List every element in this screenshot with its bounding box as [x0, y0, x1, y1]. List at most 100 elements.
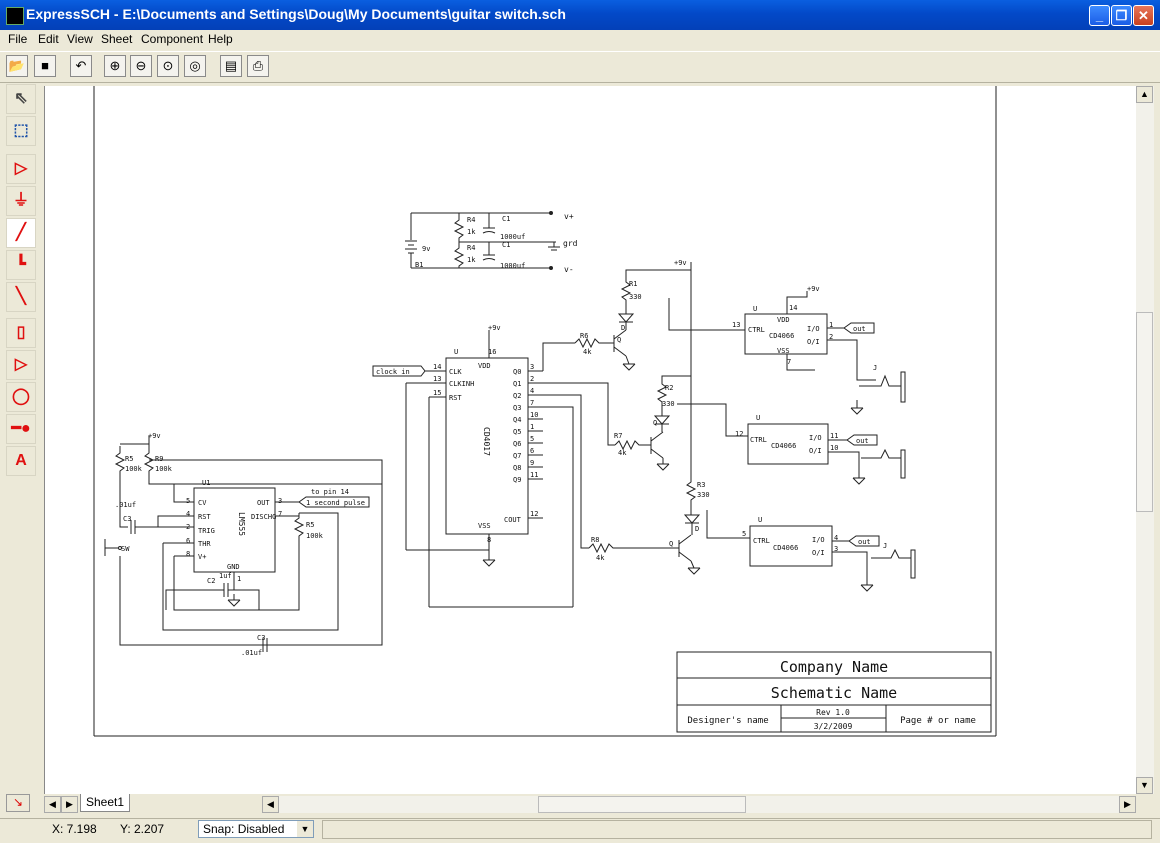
sw3-out-tag: out: [858, 538, 871, 546]
driver-stage-3: R8 4k Q D R3 330: [588, 478, 750, 575]
text-tool[interactable]: A: [6, 446, 36, 476]
sw1-pin13: 13: [732, 321, 740, 329]
wire-tool[interactable]: ╱: [6, 218, 36, 248]
q-pin-label: Q7: [513, 452, 521, 460]
timer-supply: +9v: [148, 432, 161, 440]
r4b-value: 1k: [467, 256, 476, 264]
menu-file[interactable]: File: [8, 32, 28, 46]
scroll-down-button[interactable]: ▼: [1136, 777, 1153, 794]
q-pin-number: 6: [530, 447, 534, 455]
snap-select[interactable]: Snap: Disabled ▼: [198, 820, 314, 838]
scroll-right-button[interactable]: ▶: [1119, 796, 1136, 813]
u-sw3: U: [758, 516, 762, 524]
c3-ref: C3: [123, 515, 131, 523]
c1a-ref: C1: [502, 215, 510, 223]
pin-rst: RST: [198, 513, 211, 521]
cd4066-switch-3: U CTRL CD4066 I/O O/I 5 4 3 out J: [742, 516, 916, 592]
component-tool[interactable]: ▷: [6, 154, 36, 184]
sw1-pin7: 7: [787, 358, 791, 366]
scroll-up-button[interactable]: ▲: [1136, 86, 1153, 103]
undo-icon: ↶: [75, 58, 87, 73]
line-tool[interactable]: ╲: [6, 282, 36, 312]
horizontal-scroll-thumb[interactable]: [538, 796, 746, 813]
save-button[interactable]: ■: [34, 55, 56, 77]
chip-tool[interactable]: ▯: [6, 318, 36, 348]
wire-tool-indicator[interactable]: ↘: [6, 794, 30, 812]
circle-tool[interactable]: ◯: [6, 382, 36, 412]
menu-view[interactable]: View: [67, 32, 93, 46]
bus-tool[interactable]: ┗: [6, 250, 36, 280]
pin-disch: DISCHG: [251, 513, 276, 521]
menu-help[interactable]: Help: [208, 32, 233, 46]
title-block: Company Name Schematic Name Designer's n…: [676, 651, 992, 733]
minimize-button[interactable]: _: [1089, 5, 1110, 26]
open-button[interactable]: 📂: [6, 55, 28, 77]
d1-ref: D: [621, 324, 625, 332]
x-coordinate: X: 7.198: [52, 822, 97, 836]
zoom-area-tool[interactable]: ⬚: [6, 116, 36, 146]
menu-bar: File Edit View Sheet Component Help: [0, 30, 1160, 50]
r9-value: 100k: [155, 465, 173, 473]
pin8: 8: [487, 536, 491, 544]
c2-value: 1uf: [219, 572, 232, 580]
buffer-tool[interactable]: ▷: [6, 350, 36, 380]
schematic-svg: Company Name Schematic Name Designer's n…: [93, 86, 997, 737]
junction-tool[interactable]: ━●: [6, 414, 36, 444]
ground-icon: ⏚: [12, 192, 29, 209]
c3-value: .01uf: [115, 501, 136, 509]
zoom-page-button[interactable]: ◎: [184, 55, 206, 77]
cd4017-clk: CLK: [449, 368, 462, 376]
ground-tool[interactable]: ⏚: [6, 186, 36, 216]
undo-button[interactable]: ↶: [70, 55, 92, 77]
tab-sheet1[interactable]: Sheet1: [80, 794, 130, 812]
q-pin-label: Q8: [513, 464, 521, 472]
print-button[interactable]: ⎙: [247, 55, 269, 77]
label-vplus: v+: [564, 212, 574, 221]
q-pin-number: 1: [530, 423, 534, 431]
tab-scroll-left[interactable]: ◀: [44, 796, 61, 813]
sw3-io: I/O: [812, 536, 825, 544]
zoom-fit-button[interactable]: ⊙: [157, 55, 179, 77]
sw3-pin3: 3: [834, 545, 838, 553]
schematic-canvas[interactable]: Company Name Schematic Name Designer's n…: [44, 86, 1137, 794]
menu-sheet[interactable]: Sheet: [101, 32, 133, 46]
sw1-vdd: VDD: [777, 316, 790, 324]
wire-tool-icon: ↘: [12, 795, 24, 809]
close-button[interactable]: ✕: [1133, 5, 1154, 26]
app-icon[interactable]: [6, 7, 24, 25]
zoom-page-icon: ◎: [189, 58, 201, 73]
horizontal-scroll-track[interactable]: [279, 796, 1119, 813]
sw1-pin2: 2: [829, 333, 833, 341]
junction-icon: ━●: [11, 420, 31, 437]
r4b-ref: R4: [467, 244, 475, 252]
c3b-ref: C3: [257, 634, 265, 642]
revision: Rev 1.0: [816, 708, 850, 717]
tab-scroll-right[interactable]: ▶: [61, 796, 78, 813]
p555-5: 5: [186, 497, 190, 505]
p555-7: 7: [278, 510, 282, 518]
vertical-scroll-thumb[interactable]: [1136, 312, 1153, 512]
chevron-down-icon[interactable]: ▼: [297, 821, 313, 837]
zoom-out-button[interactable]: ⊖: [130, 55, 152, 77]
scroll-left-button[interactable]: ◀: [262, 796, 279, 813]
status-bar: X: 7.198 Y: 2.207 Snap: Disabled ▼: [0, 818, 1160, 843]
u-sw1: U: [753, 305, 757, 313]
maximize-button[interactable]: ❐: [1111, 5, 1132, 26]
vertical-scrollbar[interactable]: ▲ ▼: [1136, 86, 1154, 794]
q3-ref: Q: [669, 540, 673, 548]
jack-1: J: [873, 364, 877, 372]
date: 3/2/2009: [814, 722, 853, 731]
zoom-in-button[interactable]: ⊕: [104, 55, 126, 77]
c1b-value: 1000uf: [500, 262, 525, 270]
menu-edit[interactable]: Edit: [38, 32, 59, 46]
zoom-out-icon: ⊖: [135, 58, 147, 73]
q-pin-number: 3: [530, 363, 534, 371]
properties-button[interactable]: ▤: [220, 55, 242, 77]
menu-component[interactable]: Component: [141, 32, 204, 46]
select-tool[interactable]: ⇖: [6, 84, 36, 114]
q-pin-number: 10: [530, 411, 538, 419]
pin-vplus: V+: [198, 553, 206, 561]
r2-ref: R2: [665, 384, 673, 392]
properties-icon: ▤: [224, 58, 238, 73]
circle-icon: ◯: [12, 388, 30, 405]
